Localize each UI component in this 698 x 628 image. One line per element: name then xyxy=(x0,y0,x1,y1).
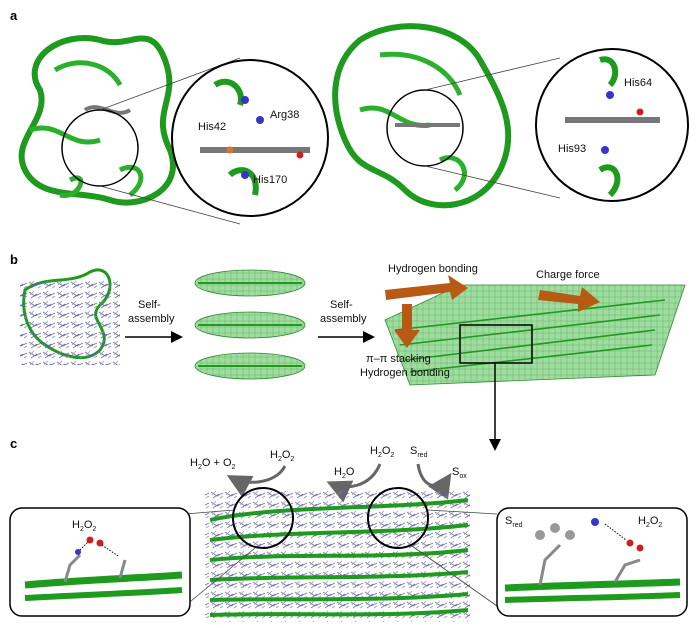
active-site-circle-right xyxy=(367,487,429,549)
panel-label-c: c xyxy=(10,436,17,451)
protein-structure-left xyxy=(18,35,176,206)
inset-left-h2o2: H2O2 xyxy=(72,519,96,533)
reaction-product-mid: H2O xyxy=(334,466,355,480)
curved-arrow-left xyxy=(226,465,287,498)
self-assembly-label-2b: assembly xyxy=(320,313,367,325)
self-assembly-label-1a: Self- xyxy=(138,299,161,311)
arrow-hydrogen-bonding xyxy=(385,275,468,300)
zoom-circle-left-large xyxy=(171,59,329,217)
label-his93: His93 xyxy=(558,143,586,155)
active-site-circle-left xyxy=(232,487,294,549)
nanofiber-stack xyxy=(194,269,306,380)
curved-arrow-right xyxy=(416,463,452,500)
reaction-substrate-mid: H2O2 xyxy=(370,445,394,459)
inset-right xyxy=(496,507,688,617)
label-sred-top: Sred xyxy=(410,445,428,459)
arrow-charge-force xyxy=(538,287,600,312)
self-assembly-label-2a: Self- xyxy=(330,299,353,311)
zoom-rectangle xyxy=(459,324,533,364)
label-hydrogen-bonding: Hydrogen bonding xyxy=(388,263,478,275)
reaction-products-left: H2O + O2 xyxy=(190,457,236,471)
protein-structure-right xyxy=(332,23,512,209)
label-his64: His64 xyxy=(624,77,652,89)
self-assembly-label-1b: assembly xyxy=(128,313,175,325)
panel-label-a: a xyxy=(10,8,18,23)
label-sox-top: Sox xyxy=(452,466,467,480)
curved-arrow-mid xyxy=(326,463,382,503)
arrow-pi-stacking xyxy=(394,304,420,348)
label-his170: His170 xyxy=(253,174,287,186)
inset-right-h2o2: H2O2 xyxy=(638,515,662,529)
label-his42: His42 xyxy=(198,121,226,133)
inset-left xyxy=(9,507,191,617)
zoom-circle-right-large xyxy=(535,48,689,202)
peptide-monomer xyxy=(20,268,120,365)
active-site-right xyxy=(565,56,660,198)
zoom-circle-left-small xyxy=(61,109,139,187)
reaction-substrate-left: H2O2 xyxy=(270,449,294,463)
label-hydrogen-bonding-2: Hydrogen bonding xyxy=(360,367,450,379)
panel-label-b: b xyxy=(10,252,18,267)
label-arg38: Arg38 xyxy=(270,109,299,121)
active-site-left xyxy=(200,78,310,196)
label-pi-stacking: π–π stacking xyxy=(366,353,431,365)
label-charge-force: Charge force xyxy=(536,269,600,281)
